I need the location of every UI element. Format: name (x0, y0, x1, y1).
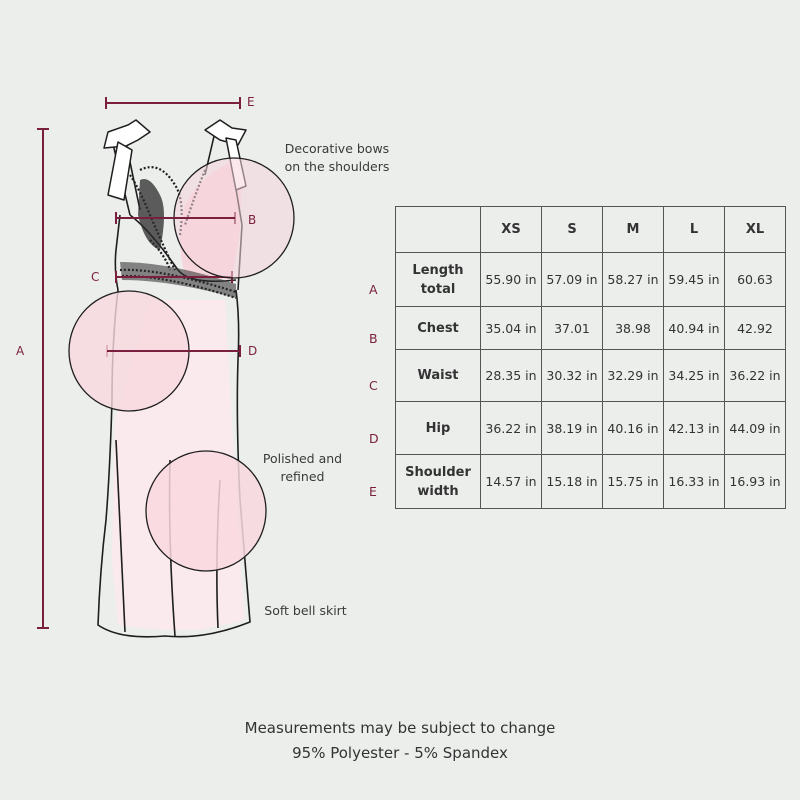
measurement-name: Chest (417, 320, 459, 336)
measurement-value: 16.33 in (663, 454, 725, 509)
measurement-value: 15.18 in (541, 454, 603, 509)
measurement-value: 60.63 (724, 252, 786, 307)
row-letter-label: A (369, 282, 378, 297)
measurement-value: 16.93 in (724, 454, 786, 509)
size-column-header: S (541, 206, 603, 253)
measurement-value: 38.98 (602, 306, 664, 350)
measurement-name-cell: Length total (395, 252, 481, 307)
measurement-name-cell: Shoulder width (395, 454, 481, 509)
measurement-value: 44.09 in (724, 401, 786, 455)
measure-label-d: D (248, 344, 258, 358)
measurement-value: 14.57 in (480, 454, 542, 509)
table-corner-cell (395, 206, 481, 253)
measurement-value: 37.01 (541, 306, 603, 350)
measurement-name-cell: Waist (395, 349, 481, 402)
measurement-value: 42.92 (724, 306, 786, 350)
size-column-header: XS (480, 206, 542, 253)
row-letter-label: D (369, 430, 379, 446)
size-column-header: XL (724, 206, 786, 253)
measure-label-e: E (247, 95, 255, 109)
measurement-value: 40.94 in (663, 306, 725, 350)
measure-label-b: B (248, 213, 257, 227)
measure-label-c: C (91, 270, 100, 284)
measurement-name: Shoulder (405, 464, 471, 480)
annotation-bows: Decorative bows on the shoulders (284, 141, 390, 174)
measurement-value: 40.16 in (602, 401, 664, 455)
measurement-name: Waist (417, 368, 459, 383)
measurement-value: 32.29 in (602, 349, 664, 402)
measure-label-a: A (16, 344, 25, 358)
measurement-value: 59.45 in (663, 252, 725, 307)
row-letter-label: C (369, 378, 378, 393)
measurement-value: 15.75 in (602, 454, 664, 509)
measurement-value: 28.35 in (480, 349, 542, 402)
size-column-header: L (663, 206, 725, 253)
measurement-name: width (417, 483, 459, 499)
measurement-name-cell: Chest (395, 306, 481, 350)
footer-notes: Measurements may be subject to change 95… (0, 716, 800, 766)
measurement-value: 34.25 in (663, 349, 725, 402)
measurement-value: 57.09 in (541, 252, 603, 307)
measurement-value: 58.27 in (602, 252, 664, 307)
measurement-value: 35.04 in (480, 306, 542, 350)
measurement-value: 36.22 in (480, 401, 542, 455)
dress-drawing (37, 97, 295, 638)
measurement-value: 55.90 in (480, 252, 542, 307)
measurement-name: total (420, 281, 456, 297)
dress-illustration: E A B C D Decorative bows on the shoulde… (0, 0, 400, 700)
size-column-header: M (602, 206, 664, 253)
annotation-polished: Polished and refined (262, 451, 343, 484)
measurement-name-cell: Hip (395, 401, 481, 455)
footer-change-note: Measurements may be subject to change (244, 719, 556, 737)
annotation-skirt: Soft bell skirt (264, 603, 347, 618)
footer-composition: 95% Polyester - 5% Spandex (292, 744, 508, 762)
row-letter-label: B (369, 330, 378, 346)
row-letter-label: E (369, 484, 377, 499)
measurement-value: 38.19 in (541, 401, 603, 455)
measurement-value: 30.32 in (541, 349, 603, 402)
measurement-name: Hip (425, 420, 451, 436)
measurement-name: Length (412, 262, 464, 278)
measurement-value: 42.13 in (663, 401, 725, 455)
measurement-value: 36.22 in (724, 349, 786, 402)
